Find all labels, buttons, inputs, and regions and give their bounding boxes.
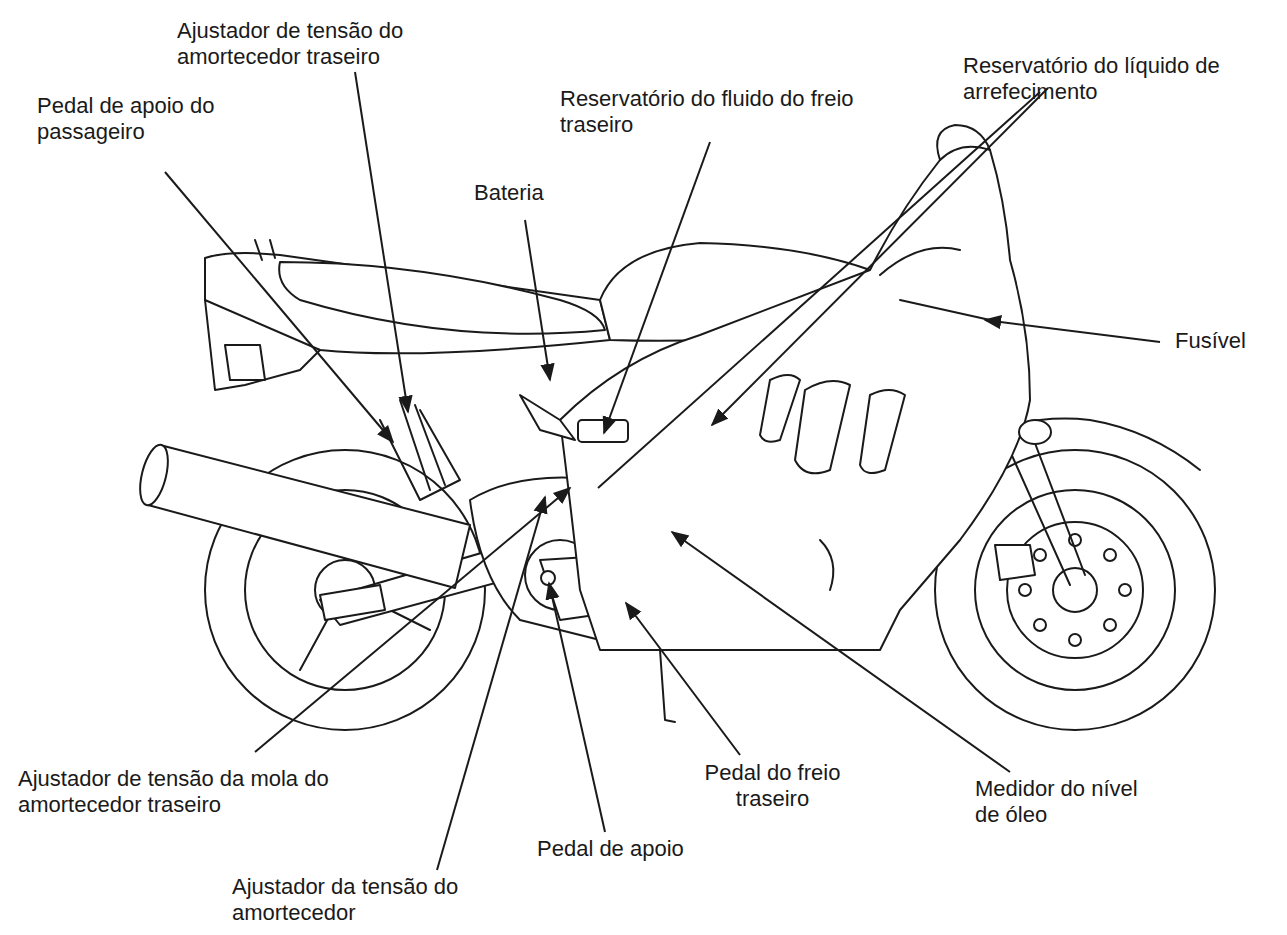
muffler bbox=[135, 442, 470, 588]
leader-line bbox=[598, 92, 1040, 488]
fairing-vent bbox=[760, 375, 800, 442]
muffler-end bbox=[135, 442, 173, 508]
fairing-vent bbox=[860, 390, 905, 473]
footpeg bbox=[541, 571, 555, 585]
bodywork bbox=[205, 125, 1051, 650]
leader-line bbox=[604, 142, 710, 433]
leader-line bbox=[525, 220, 550, 380]
leader-line bbox=[165, 172, 393, 442]
leader-line bbox=[255, 488, 570, 752]
front-hub bbox=[1053, 568, 1097, 612]
front-rim bbox=[975, 490, 1175, 690]
chain-adjuster bbox=[320, 585, 385, 620]
side-stand bbox=[660, 650, 675, 722]
leader-line bbox=[549, 583, 605, 832]
grab-hook bbox=[255, 240, 275, 260]
part-label: Reservatório do fluido do freio traseiro bbox=[560, 86, 890, 138]
art-shape bbox=[1104, 549, 1116, 561]
leader-lines bbox=[165, 72, 1160, 870]
part-label: Pedal de apoio do passageiro bbox=[37, 93, 237, 145]
fairing bbox=[560, 147, 1030, 650]
seat bbox=[279, 262, 605, 334]
part-label: Pedal do freio traseiro bbox=[690, 760, 855, 812]
art-shape bbox=[1069, 634, 1081, 646]
fairing-vent bbox=[795, 381, 850, 473]
rear-shock bbox=[400, 400, 445, 490]
part-label: Ajustador da tensão do amortecedor bbox=[232, 874, 472, 926]
muffler-body bbox=[148, 445, 470, 588]
front-fork bbox=[1005, 430, 1085, 585]
leader-line bbox=[437, 497, 545, 870]
tail-light bbox=[225, 345, 265, 380]
part-label: Ajustador de tensão do amortecedor trase… bbox=[177, 18, 487, 70]
battery-cover bbox=[520, 395, 575, 440]
leader-line bbox=[626, 603, 740, 755]
brake-reservoir bbox=[578, 420, 628, 442]
art-shape bbox=[1104, 619, 1116, 631]
fairing-crease bbox=[820, 540, 833, 590]
art-shape bbox=[1034, 619, 1046, 631]
tail-cowl bbox=[205, 300, 320, 390]
part-label: Medidor do nível de óleo bbox=[975, 776, 1140, 828]
leader-line bbox=[712, 88, 1048, 425]
art-shape bbox=[1034, 549, 1046, 561]
leader-line bbox=[672, 532, 1010, 772]
fairing-inner bbox=[880, 248, 990, 320]
subframe bbox=[380, 410, 460, 500]
brake-caliper bbox=[995, 545, 1035, 580]
art-shape bbox=[1119, 584, 1131, 596]
part-label: Reservatório do líquido de arrefecimento bbox=[963, 53, 1283, 105]
leader-line bbox=[355, 72, 408, 412]
brake-disc bbox=[1007, 522, 1143, 658]
part-label: Bateria bbox=[474, 180, 594, 206]
turn-signal bbox=[1019, 420, 1051, 444]
art-shape bbox=[1019, 584, 1031, 596]
part-label: Fusível bbox=[1175, 328, 1285, 354]
leader-line bbox=[985, 320, 1160, 342]
part-label: Pedal de apoio bbox=[537, 836, 737, 862]
part-label: Ajustador de tensão da mola do amorteced… bbox=[18, 766, 398, 818]
